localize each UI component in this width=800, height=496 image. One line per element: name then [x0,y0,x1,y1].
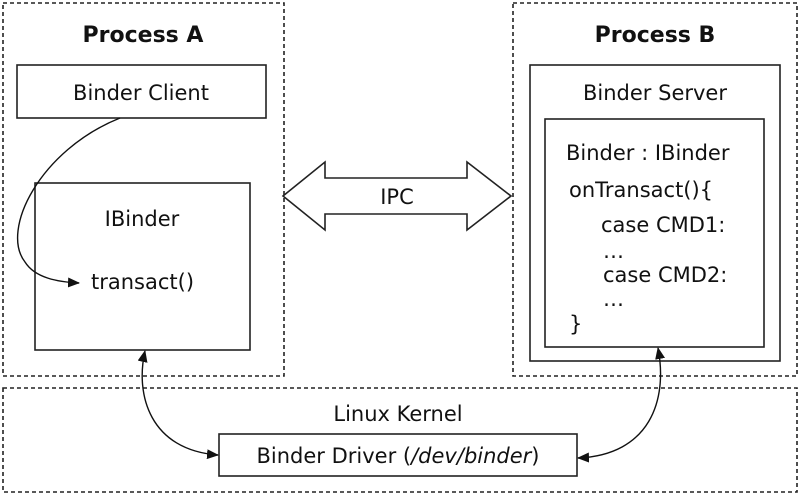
binder-client-box [16,64,267,119]
ibinder-driver-arrow [137,350,219,460]
process-b-title: Process B [595,23,716,48]
code-line-close-brace: } [569,312,582,336]
code-line-case-2: case CMD2: [603,263,727,287]
binder-driver-box [218,433,578,477]
binder-driver-path: /dev/binder [409,444,533,468]
code-line-ontransact: onTransact(){ [569,178,713,202]
ipc-label: IPC [380,185,414,209]
linux-kernel-label: Linux Kernel [333,402,462,426]
binder-driver-suffix: ) [531,444,539,468]
code-line-ellipsis-2: … [603,287,624,311]
transact-label: transact() [91,270,194,294]
ipc-arrow [281,160,513,232]
server-driver-arrow [577,347,665,463]
binder-driver-prefix: Binder Driver ( [257,444,412,468]
ibinder-box [34,182,251,351]
ibinder-label: IBinder [105,207,180,231]
binder-client-label: Binder Client [73,81,209,105]
binder-server-label: Binder Server [583,81,727,105]
client-to-transact-arrow [16,117,121,288]
code-line-case-1: case CMD1: [601,213,725,237]
code-line-class: Binder : IBinder [566,141,730,165]
linux-kernel-container [2,387,798,493]
binder-impl-box [544,118,765,348]
process-a-title: Process A [83,23,204,48]
code-line-ellipsis-1: … [603,239,624,263]
binder-driver-label: Binder Driver (/dev/binder) [257,444,540,468]
